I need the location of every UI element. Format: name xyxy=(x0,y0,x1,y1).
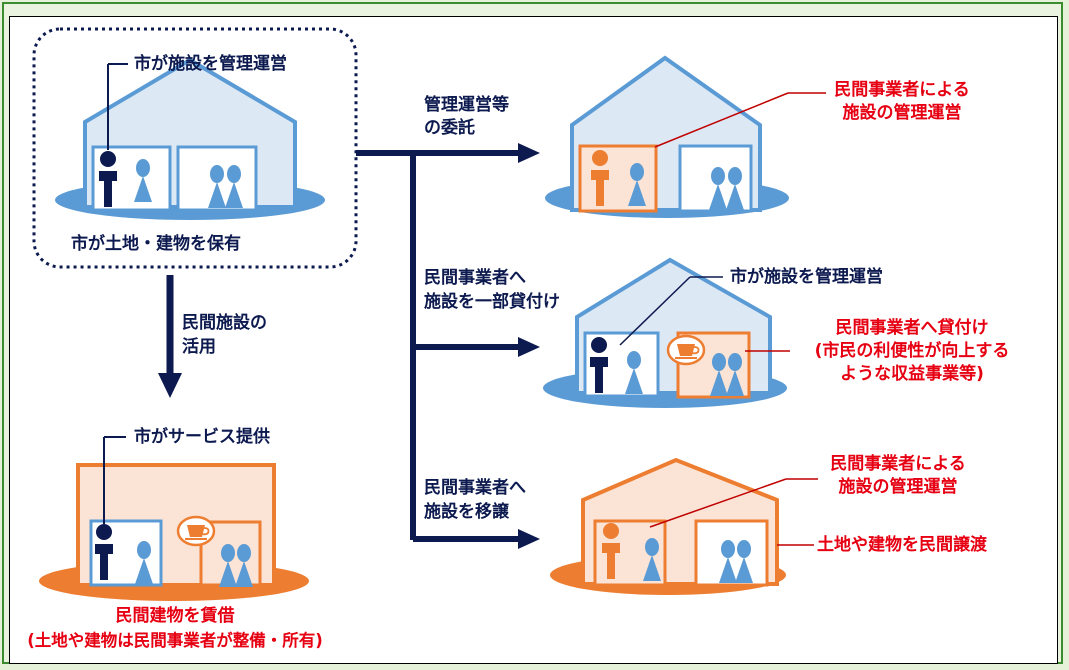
left-top-owns-label: 市が土地・建物を保有 xyxy=(71,234,241,254)
left-bottom-rent-label: 民間建物を賃借 xyxy=(115,606,235,626)
branch1-group xyxy=(545,55,826,218)
down-arrow xyxy=(158,275,182,398)
branch1-label-2: の委託 xyxy=(424,118,475,138)
branch2-note-3: ような収益事業等) xyxy=(840,364,984,384)
left-bottom-group xyxy=(39,436,309,601)
branch2-manage-label: 市が施設を管理運営 xyxy=(730,267,883,287)
branch-arrows xyxy=(356,143,540,549)
branch2-label-2: 施設を一部貸付け xyxy=(424,292,560,312)
branch1-note-1: 民間事業者による xyxy=(834,80,970,100)
left-top-group xyxy=(32,27,358,269)
left-bottom-service-label: 市がサービス提供 xyxy=(134,427,270,447)
branch2-label-1: 民間事業者へ xyxy=(424,268,526,288)
branch2-note-1: 民間事業者へ貸付け xyxy=(835,318,989,338)
branch2-group xyxy=(543,257,790,408)
cafe-cup-icon xyxy=(666,334,706,366)
branch1-label-1: 管理運営等 xyxy=(424,95,509,115)
branch3-group xyxy=(550,457,818,595)
branch3-note-2: 施設の管理運営 xyxy=(838,477,958,497)
left-top-manage-label: 市が施設を管理運営 xyxy=(134,54,287,74)
leader-line xyxy=(649,478,787,528)
branch3-label-1: 民間事業者へ xyxy=(424,478,526,498)
branch3-transfer-label: 土地や建物を民間譲渡 xyxy=(817,535,987,555)
cafe-cup-icon xyxy=(176,515,216,547)
down-branch-label-2: 活用 xyxy=(182,337,216,357)
dotted-boundary xyxy=(32,27,358,269)
branch3-label-2: 施設を移譲 xyxy=(424,502,509,522)
down-branch-label-1: 民間施設の xyxy=(182,313,267,333)
left-bottom-rent-note: (土地や建物は民間事業者が整備・所有) xyxy=(27,631,323,650)
leader-line xyxy=(619,276,691,346)
branch1-note-2: 施設の管理運営 xyxy=(842,103,962,123)
branch2-note-2: (市民の利便性が向上する xyxy=(814,341,1010,361)
branch3-note-1: 民間事業者による xyxy=(830,454,966,474)
leader-line xyxy=(654,92,789,148)
